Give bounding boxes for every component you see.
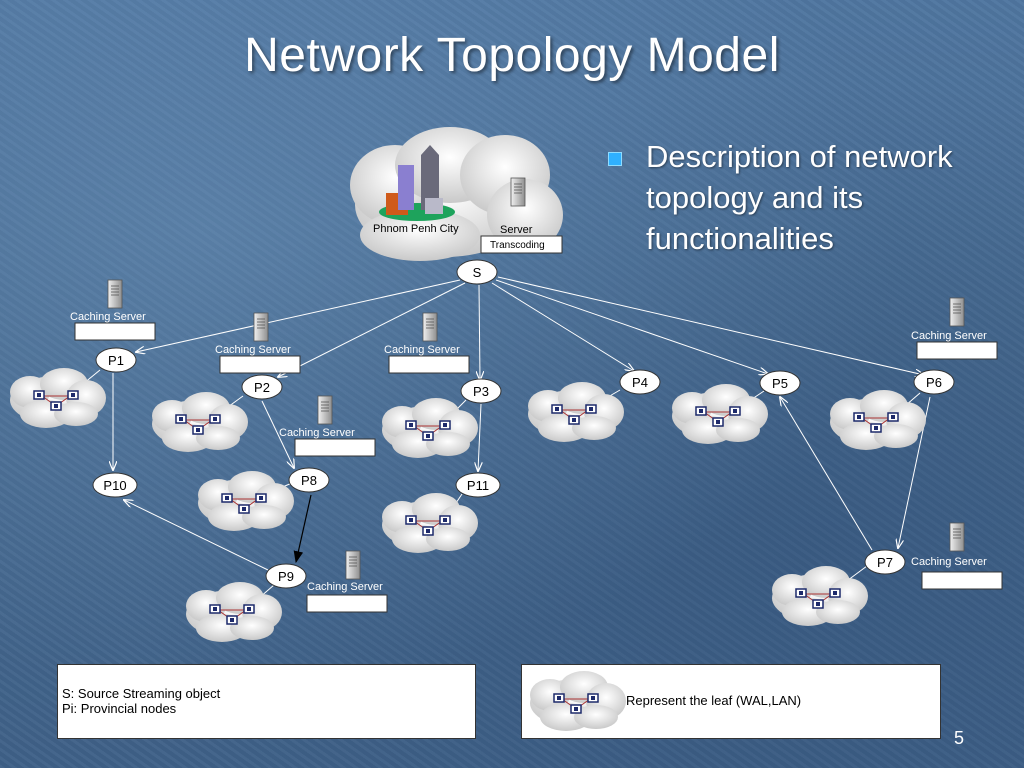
caching-server-p8: Caching Server — [279, 395, 376, 457]
legend-provincial-text: Pi: Provincial nodes — [62, 701, 177, 716]
svg-text:P3: P3 — [473, 384, 489, 399]
server-label: Server — [500, 224, 533, 236]
caching-server-label: Caching Server — [384, 344, 460, 356]
caching-server-p6: Caching Server — [911, 297, 998, 360]
leaf-cloud-p6 — [829, 389, 927, 451]
node-p7: P7 — [864, 549, 906, 575]
node-s: S — [456, 259, 498, 285]
svg-text:S: S — [473, 265, 482, 280]
city-label: Phnom Penh City — [373, 223, 459, 235]
node-p4: P4 — [619, 369, 661, 395]
node-p5: P5 — [759, 370, 801, 396]
caching-server-p9: Caching Server — [306, 550, 388, 613]
svg-text:P7: P7 — [877, 555, 893, 570]
caching-server-p2: Caching Server — [215, 312, 301, 374]
svg-text:P5: P5 — [772, 376, 788, 391]
caching-server-label: Caching Server — [911, 556, 987, 568]
svg-text:P1: P1 — [108, 353, 124, 368]
svg-text:P6: P6 — [926, 375, 942, 390]
node-p3: P3 — [460, 378, 502, 404]
bullet-text: Description of network topology and its … — [646, 139, 953, 256]
source-server-icon — [510, 177, 526, 207]
node-p10: P10 — [92, 472, 138, 498]
node-p1: P1 — [95, 347, 137, 373]
node-p2: P2 — [241, 374, 283, 400]
source-cloud — [350, 127, 563, 261]
node-p11: P11 — [455, 472, 501, 498]
caching-server-label: Caching Server — [279, 427, 355, 439]
bullet-marker — [608, 152, 622, 166]
legend-definitions-box — [57, 664, 476, 739]
caching-server-label: Caching Server — [307, 581, 383, 593]
node-p9: P9 — [265, 563, 307, 589]
caching-server-icon — [949, 522, 965, 552]
caching-server-p7: Caching Server — [911, 522, 1003, 590]
svg-text:P10: P10 — [103, 478, 126, 493]
caching-server-icon — [949, 297, 965, 327]
svg-text:P9: P9 — [278, 569, 294, 584]
leaf-cloud-p8 — [197, 470, 295, 532]
caching-server-label: Caching Server — [911, 330, 987, 342]
legend-source-text: S: Source Streaming object — [62, 686, 221, 701]
caching-server-icon — [253, 312, 269, 342]
leaf-cloud-p4 — [527, 381, 625, 443]
transcoding-label: Transcoding — [490, 240, 545, 251]
city-buildings-icon — [379, 145, 455, 221]
leaf-cloud-p3 — [381, 397, 479, 459]
leaf-cloud-p11 — [381, 492, 479, 554]
svg-text:P2: P2 — [254, 380, 270, 395]
svg-text:P4: P4 — [632, 375, 648, 390]
node-p8: P8 — [288, 467, 330, 493]
leaf-cloud-p5 — [671, 383, 769, 445]
caching-server-p3: Caching Server — [384, 312, 470, 374]
page-number: 5 — [953, 728, 964, 748]
transcoding-box — [480, 235, 563, 254]
caching-server-icon — [345, 550, 361, 580]
caching-server-p1: Caching Server — [70, 279, 156, 341]
caching-server-label: Caching Server — [70, 311, 146, 323]
caching-server-icon — [107, 279, 123, 309]
node-p6: P6 — [913, 369, 955, 395]
leaf-cloud-p7 — [771, 565, 869, 627]
legend-leaf-text: Represent the leaf (WAL,LAN) — [626, 693, 802, 708]
svg-text:P11: P11 — [467, 478, 489, 493]
caching-server-icon — [422, 312, 438, 342]
leaf-cloud-p2 — [151, 391, 249, 453]
slide-title: Network Topology Model — [244, 29, 780, 82]
caching-server-icon — [317, 395, 333, 425]
legend-leaf-cloud-icon — [529, 670, 627, 732]
caching-server-label: Caching Server — [215, 344, 291, 356]
svg-text:P8: P8 — [301, 473, 317, 488]
